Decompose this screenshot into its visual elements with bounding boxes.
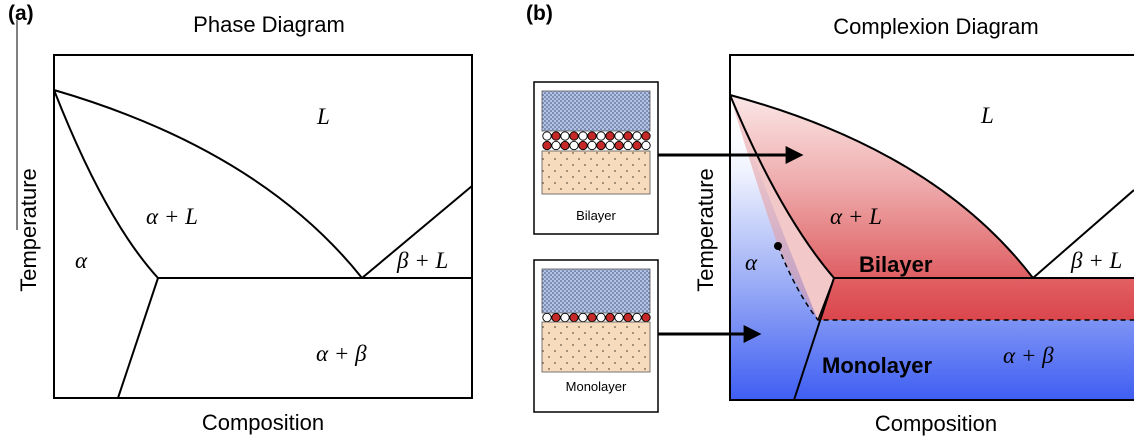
bilayer-region-wedge — [730, 95, 834, 320]
solvus-left — [117, 277, 159, 399]
solute-atom — [632, 140, 642, 151]
solidus-left — [53, 89, 159, 279]
host-atom — [569, 140, 579, 151]
host-atom — [578, 131, 588, 141]
monolayer-region-label: Monolayer — [822, 353, 932, 378]
host-atom — [542, 131, 552, 141]
region-liquid-label: L — [316, 104, 330, 129]
b-region-alpha-beta-label: α + β — [1003, 343, 1054, 368]
panel-b-xlabel: Composition — [875, 411, 997, 436]
b-region-beta-liquid-label: β + L — [1070, 248, 1122, 273]
host-atom — [587, 140, 597, 151]
host-atom — [596, 131, 606, 141]
monolayer-inset-caption: Monolayer — [566, 379, 627, 394]
host-atom — [632, 131, 642, 141]
solute-atom — [641, 131, 651, 141]
region-alpha-label: α — [75, 248, 88, 273]
bilayer-region-upper — [730, 95, 1033, 278]
bilayer-bottom-grain — [541, 150, 651, 195]
host-atom — [641, 140, 651, 151]
bilayer-inset-caption: Bilayer — [576, 208, 616, 223]
panel-b-tag: (b) — [526, 2, 553, 25]
b-liquidus-left — [729, 94, 1034, 279]
solute-atom — [560, 140, 570, 151]
monolayer-bottom-grain — [541, 321, 651, 373]
solute-atom — [569, 312, 579, 323]
solute-atom — [605, 312, 615, 323]
panel-b-frame — [729, 54, 1134, 401]
panel-a: (a) Phase Diagram L α + L α β + L α + β … — [8, 2, 473, 435]
solute-atom — [542, 140, 552, 151]
panel-a-xlabel: Composition — [202, 410, 324, 435]
solute-atom — [614, 140, 624, 151]
critical-point — [774, 242, 782, 250]
host-atom — [560, 131, 570, 141]
panel-b: (b) Complexion Diagram L α + L α β + L α… — [526, 2, 1134, 436]
b-solidus-left — [729, 94, 835, 279]
solute-atom — [605, 131, 615, 141]
host-atom — [596, 312, 606, 323]
solute-atom — [587, 131, 597, 141]
host-atom — [551, 140, 561, 151]
panel-b-ylabel: Temperature — [693, 168, 718, 292]
solute-atom — [551, 131, 561, 141]
solute-atom — [578, 140, 588, 151]
panel-a-tag: (a) — [8, 2, 34, 25]
b-solvus-left — [793, 277, 835, 401]
host-atom — [632, 312, 642, 323]
panel-b-title: Complexion Diagram — [833, 14, 1038, 39]
liquidus-left — [53, 89, 363, 279]
host-atom — [605, 140, 615, 151]
solute-atom — [641, 312, 651, 323]
host-atom — [614, 131, 624, 141]
host-atom — [560, 312, 570, 323]
b-region-alpha-label: α — [745, 250, 758, 275]
solute-atom — [587, 312, 597, 323]
host-atom — [578, 312, 588, 323]
transition-line-dashed — [777, 245, 1134, 321]
b-liquidus-right — [1032, 189, 1134, 279]
host-atom — [542, 312, 552, 323]
region-beta-liquid-label: β + L — [396, 248, 448, 273]
bilayer-atoms — [542, 131, 651, 151]
solute-atom — [569, 131, 579, 141]
bilayer-region-label: Bilayer — [859, 252, 933, 277]
solute-atom — [596, 140, 606, 151]
liquidus-right — [361, 185, 473, 279]
monolayer-inset: Monolayer — [533, 259, 659, 413]
b-region-alpha-liquid-label: α + L — [830, 204, 882, 229]
solute-atom — [623, 312, 633, 323]
panel-a-ylabel: Temperature — [16, 168, 41, 292]
panel-a-title: Phase Diagram — [193, 12, 345, 37]
bilayer-top-grain — [541, 90, 651, 132]
bilayer-left-edge — [817, 277, 835, 321]
bilayer-inset: Bilayer — [533, 81, 659, 235]
region-alpha-liquid-label: α + L — [146, 204, 198, 229]
monolayer-region — [730, 95, 1134, 400]
b-region-liquid-label: L — [980, 103, 994, 128]
monolayer-top-grain — [541, 268, 651, 314]
solute-atom — [551, 312, 561, 323]
host-atom — [623, 140, 633, 151]
solute-atom — [623, 131, 633, 141]
panel-a-frame — [53, 54, 473, 399]
host-atom — [614, 312, 624, 323]
bilayer-region-lower — [818, 278, 1134, 320]
region-alpha-beta-label: α + β — [316, 341, 367, 366]
